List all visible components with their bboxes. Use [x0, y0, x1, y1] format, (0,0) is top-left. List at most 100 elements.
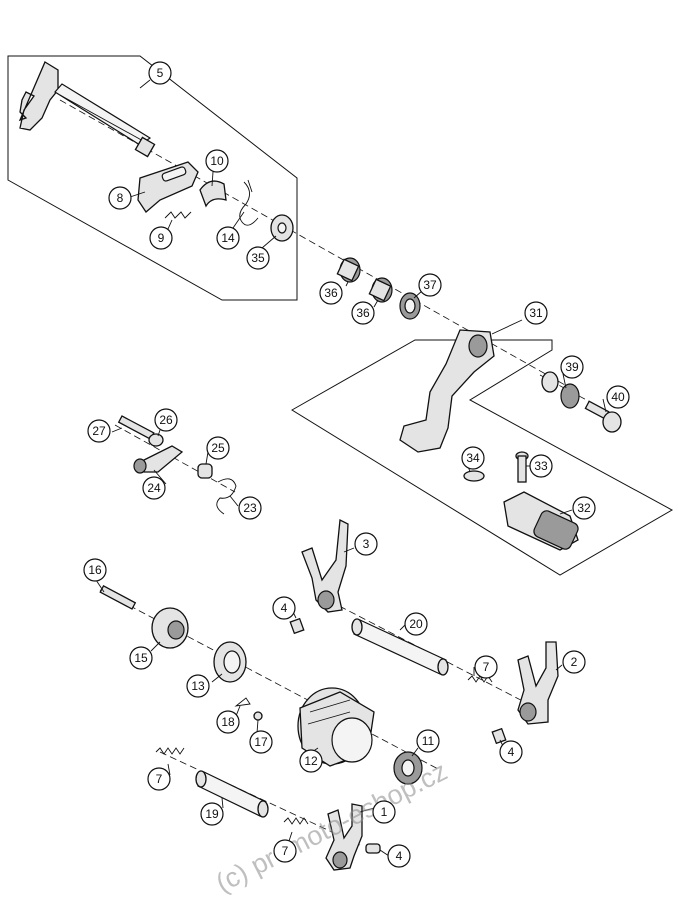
- pin-4a-part: [289, 617, 305, 635]
- callout-20: 20: [404, 612, 428, 636]
- callout-label: 14: [221, 231, 235, 245]
- callout-36: 36: [319, 281, 343, 305]
- shift-star-15-part: [151, 607, 189, 649]
- callout-circle: [351, 301, 375, 325]
- callout-label: 26: [159, 413, 173, 427]
- callout-34: 34: [461, 446, 485, 470]
- callout-4: 4: [387, 844, 411, 868]
- shift-shaft-group-frame: [7, 55, 298, 301]
- callout-15: 15: [129, 646, 153, 670]
- callout-circle: [416, 729, 440, 753]
- callout-circle: [154, 408, 178, 432]
- callout-label: 37: [423, 278, 437, 292]
- callout-27: 27: [87, 419, 111, 443]
- fork-rod-20-part: [353, 619, 447, 675]
- callout-4: 4: [272, 596, 296, 620]
- main-shaft-axis: [59, 99, 566, 386]
- callout-9: 9: [149, 226, 173, 250]
- callout-circle: [83, 558, 107, 582]
- callout-33: 33: [529, 454, 553, 478]
- callout-5: 5: [148, 61, 172, 85]
- callout-circle: [249, 730, 273, 754]
- shift-drum-12-part: [297, 687, 375, 767]
- callout-18: 18: [216, 710, 240, 734]
- callout-circle: [418, 273, 442, 297]
- callout-2: 2: [562, 650, 586, 674]
- callout-4: 4: [499, 740, 523, 764]
- ring-34-part: [463, 470, 485, 482]
- callout-7: 7: [273, 839, 297, 863]
- footpeg-32-part: [503, 491, 579, 551]
- washer-26-part: [148, 433, 164, 447]
- callout-label: 16: [88, 563, 102, 577]
- callout-label: 4: [396, 849, 403, 863]
- callout-circle: [606, 385, 630, 409]
- callout-25: 25: [206, 436, 230, 460]
- callout-13: 13: [186, 674, 210, 698]
- bushing-36a-part: [336, 257, 361, 283]
- callout-label: 15: [134, 651, 148, 665]
- callout-7: 7: [147, 767, 171, 791]
- screw-17-part: [253, 711, 263, 721]
- callout-label: 12: [304, 754, 318, 768]
- callout-circle: [387, 844, 411, 868]
- spring-9-part: [164, 211, 192, 219]
- callout-3: 3: [354, 532, 378, 556]
- callout-label: 23: [243, 501, 257, 515]
- callout-circle: [562, 650, 586, 674]
- callout-label: 20: [409, 617, 423, 631]
- callout-layer: 5891014353636373139403433322726252423316…: [83, 61, 630, 868]
- callout-label: 18: [221, 715, 235, 729]
- bushing-25-part: [197, 463, 213, 479]
- callout-16: 16: [83, 558, 107, 582]
- shift-lever-31-part: [399, 329, 495, 453]
- bushing-36b-part: [368, 277, 393, 303]
- callout-circle: [474, 655, 498, 679]
- drum-axis: [99, 589, 441, 771]
- callout-12: 12: [299, 749, 323, 773]
- callout-label: 32: [577, 501, 591, 515]
- callout-17: 17: [249, 730, 273, 754]
- callout-circle: [148, 61, 172, 85]
- callout-label: 33: [534, 459, 548, 473]
- callout-label: 11: [422, 734, 435, 748]
- washer-39-part: [541, 371, 559, 393]
- callout-label: 9: [158, 231, 165, 245]
- callout-circle: [238, 496, 262, 520]
- callout-circle: [461, 446, 485, 470]
- callout-circle: [524, 301, 548, 325]
- callout-circle: [87, 419, 111, 443]
- callout-circle: [273, 839, 297, 863]
- callout-circle: [560, 355, 584, 379]
- callout-35: 35: [246, 246, 270, 270]
- shift-plate-part: [137, 161, 199, 213]
- washer-39b-part: [560, 383, 580, 409]
- watermark-text: (c) promoto-eshop.cz: [211, 756, 452, 899]
- spring-7c-part: [283, 817, 309, 825]
- callout-label: 27: [92, 424, 106, 438]
- callout-circle: [108, 186, 132, 210]
- return-spring-14-part: [239, 179, 259, 226]
- callout-circle: [572, 496, 596, 520]
- callout-10: 10: [205, 149, 229, 173]
- callout-14: 14: [216, 226, 240, 250]
- callout-circle: [205, 149, 229, 173]
- callout-label: 2: [571, 655, 578, 669]
- callout-circle: [186, 674, 210, 698]
- callout-circle: [216, 226, 240, 250]
- callout-label: 8: [117, 191, 124, 205]
- callout-31: 31: [524, 301, 548, 325]
- callout-circle: [404, 612, 428, 636]
- callout-32: 32: [572, 496, 596, 520]
- callout-circle: [499, 740, 523, 764]
- bolt-40-part: [584, 400, 622, 433]
- callout-circle: [142, 476, 166, 500]
- callout-label: 25: [211, 441, 225, 455]
- callout-circle: [149, 226, 173, 250]
- callout-circle: [299, 749, 323, 773]
- callout-40: 40: [606, 385, 630, 409]
- callout-label: 4: [281, 601, 288, 615]
- callout-label: 40: [611, 390, 625, 404]
- callout-label: 7: [156, 772, 163, 786]
